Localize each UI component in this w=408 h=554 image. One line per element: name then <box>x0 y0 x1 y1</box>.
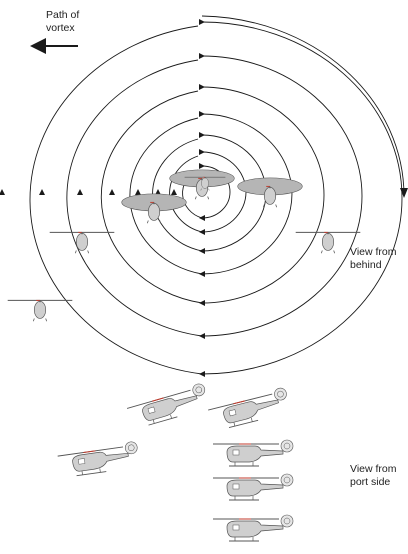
vortex-spiral <box>0 15 408 377</box>
vortex-loop <box>66 55 363 337</box>
path-of-vortex-label-line1: Path of <box>46 9 80 21</box>
helicopter-side-view <box>126 383 206 426</box>
flow-arrow <box>199 248 205 254</box>
path-of-vortex-label-line2: vortex <box>46 22 75 34</box>
view-from-port-side-label-line1: View from <box>350 463 397 475</box>
view-from-behind-label-line1: View from <box>350 246 397 258</box>
flow-arrow <box>199 300 205 306</box>
flow-arrow <box>0 189 5 195</box>
vortex-loop <box>129 113 293 275</box>
flow-arrow <box>171 189 177 195</box>
helicopter-rear-view <box>49 231 115 254</box>
view-from-behind-label: View from behind <box>350 246 408 272</box>
flow-arrow <box>135 189 141 195</box>
behind-view-helicopters <box>7 169 361 322</box>
flow-arrow <box>199 229 205 235</box>
helicopter-side-view <box>57 441 138 477</box>
flow-arrow <box>77 189 83 195</box>
flow-arrow <box>39 189 45 195</box>
vortex-loop <box>152 134 267 252</box>
flow-arrow <box>199 371 205 377</box>
flow-arrow <box>199 84 205 90</box>
helicopter-side-view <box>213 439 294 467</box>
flow-arrow <box>109 189 115 195</box>
helicopter-side-view <box>213 473 294 501</box>
flow-arrow <box>199 19 205 25</box>
flow-arrow <box>199 53 205 59</box>
helicopter-rear-view <box>7 299 73 322</box>
helicopter-rear-view <box>121 193 187 224</box>
flow-arrow <box>400 188 408 198</box>
flow-arrow <box>199 132 205 138</box>
helicopter-side-view <box>213 514 294 542</box>
port-side-view-helicopters <box>57 383 294 542</box>
vortex-loop <box>100 86 325 304</box>
view-from-port-side-label: View from port side <box>350 463 408 489</box>
helicopter-rear-view <box>295 231 361 254</box>
flow-arrow <box>199 215 205 221</box>
flow-arrow <box>199 333 205 339</box>
flow-arrow <box>199 271 205 277</box>
helicopter-rear-view <box>184 176 226 191</box>
helicopter-side-view <box>208 387 287 428</box>
vortex-loop <box>169 151 247 233</box>
flow-arrow <box>199 163 205 169</box>
view-from-port-side-label-line2: port side <box>350 476 391 488</box>
vortex-loop <box>29 21 403 375</box>
flow-arrow <box>199 149 205 155</box>
flow-arrow <box>199 111 205 117</box>
path-of-vortex-label: Path of vortex <box>46 9 106 35</box>
flow-arrow <box>155 189 161 195</box>
vortex-outer-arc <box>201 15 405 197</box>
helicopter-rear-view <box>237 177 303 208</box>
view-from-behind-label-line2: behind <box>350 259 382 271</box>
